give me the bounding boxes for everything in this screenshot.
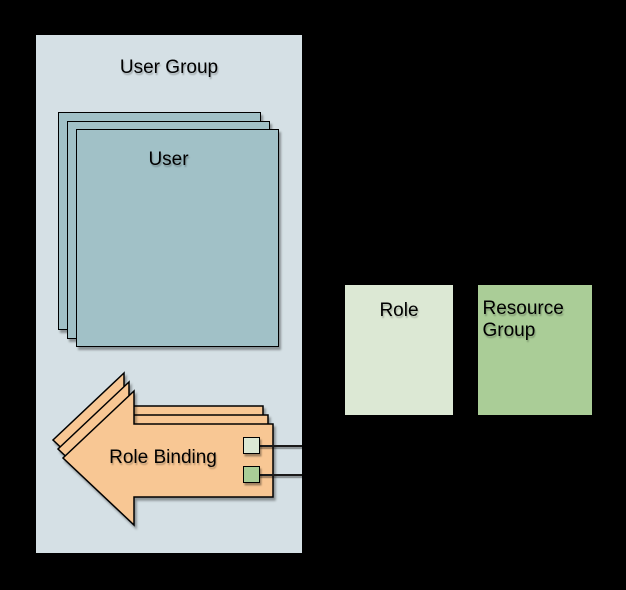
resource-group-connector-line bbox=[259, 473, 302, 476]
role-binding-label: Role Binding bbox=[109, 447, 217, 468]
user-group-label: User Group bbox=[119, 57, 219, 78]
role-connector-line bbox=[259, 444, 302, 447]
resource-group-box bbox=[478, 285, 592, 415]
role-label: Role bbox=[379, 300, 419, 321]
role-binding-arrow-layer-front bbox=[61, 389, 274, 527]
role-box bbox=[345, 285, 453, 415]
user-box-front bbox=[76, 129, 279, 347]
user-label: User bbox=[148, 149, 189, 170]
resource-group-connector-square bbox=[243, 466, 260, 483]
role-connector-square bbox=[243, 437, 260, 454]
resource-group-label-text: Resource Group bbox=[482, 298, 564, 341]
resource-group-label: Resource Group bbox=[478, 298, 592, 341]
role-binding-arrow bbox=[51, 371, 274, 527]
